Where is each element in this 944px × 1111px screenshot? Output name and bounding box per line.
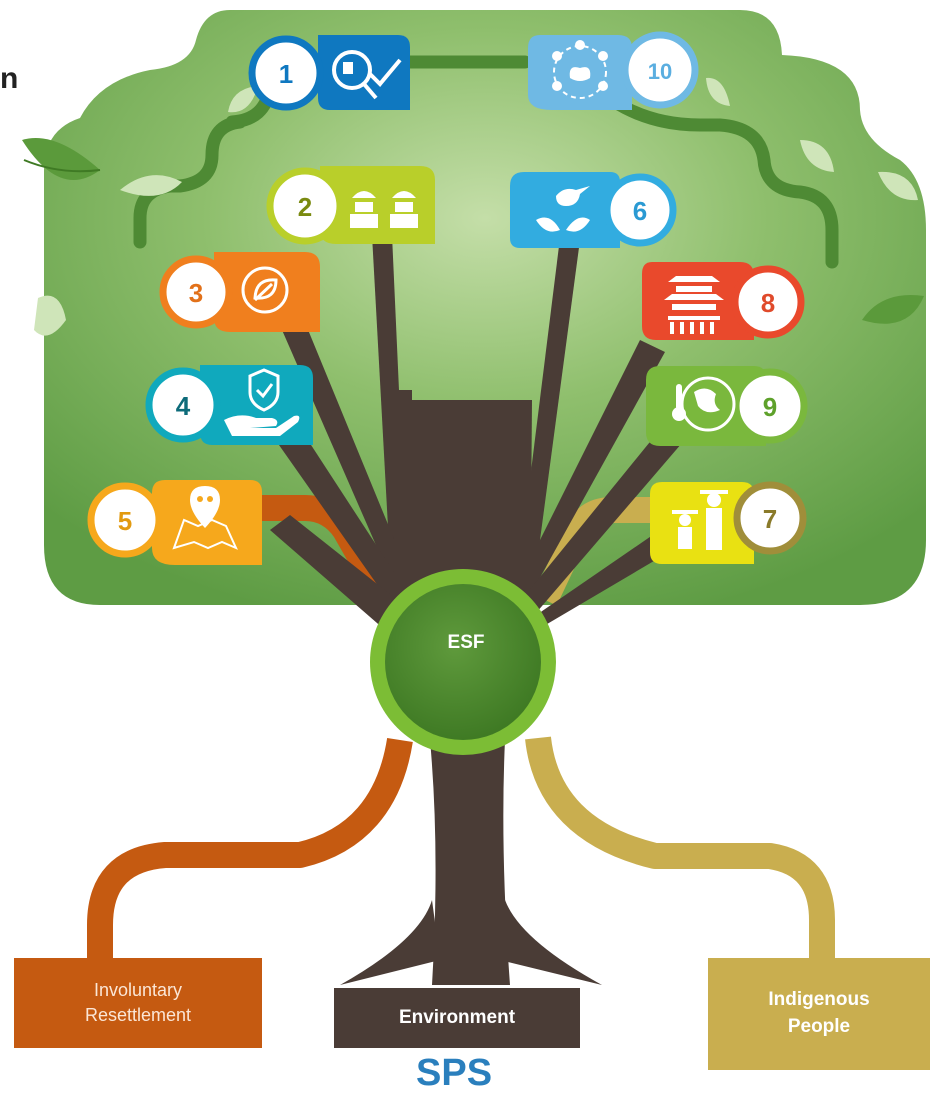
standard-2-number: 2 (298, 192, 312, 222)
standard-10-number: 10 (648, 59, 672, 84)
indigenous-people-box: Indigenous People (708, 958, 930, 1070)
indigenous-people-label: Indigenous People (768, 989, 870, 1037)
standard-1-number: 1 (279, 59, 293, 89)
involuntary-resettlement-box: Involuntary Resettlement (14, 958, 262, 1048)
esf-label: ESF (448, 632, 485, 653)
environment-label: Environment (398, 1006, 516, 1028)
involuntary-resettlement-label: Involuntary Resettlement (84, 979, 192, 1025)
standard-3-number: 3 (189, 278, 203, 308)
bird-plant-icon (536, 186, 590, 232)
workers-hardhat-icon (350, 191, 418, 228)
indigenous-people-icon (672, 490, 728, 550)
globe-thermometer-icon (672, 376, 736, 432)
standard-7-card: 7 (650, 481, 807, 564)
sps-title: SPS (416, 1052, 493, 1094)
standard-10-card: 10 (528, 31, 699, 110)
standard-4-number: 4 (176, 391, 191, 421)
standard-6-number: 6 (633, 196, 647, 226)
standard-5-card: 5 (87, 480, 262, 565)
standard-2-card: 2 (266, 166, 435, 245)
stakeholders-circle-icon (552, 40, 608, 99)
esf-hub: ESF (370, 569, 556, 755)
leaf-cycle-icon (241, 266, 289, 314)
magnifier-checklist-icon (332, 50, 402, 100)
standard-1-card: 1 (248, 35, 410, 111)
hand-shield-icon (224, 368, 300, 436)
standard-8-card: 8 (642, 262, 805, 340)
environment-box: Environment (334, 988, 580, 1048)
standard-9-card: 9 (646, 366, 808, 446)
standard-6-card: 6 (510, 172, 677, 248)
leaf-decorations (22, 77, 924, 336)
tree-canopy (44, 10, 926, 605)
pagoda-heritage-icon (664, 276, 724, 334)
standard-8-number: 8 (761, 288, 775, 318)
standard-4-card: 4 (145, 365, 313, 445)
map-pin-people-icon (172, 486, 238, 550)
standard-7-number: 7 (763, 504, 777, 534)
standard-3-card: 3 (159, 252, 320, 332)
standard-5-number: 5 (118, 506, 132, 536)
clipped-title-letter: n (0, 62, 19, 95)
standard-9-number: 9 (763, 392, 777, 422)
